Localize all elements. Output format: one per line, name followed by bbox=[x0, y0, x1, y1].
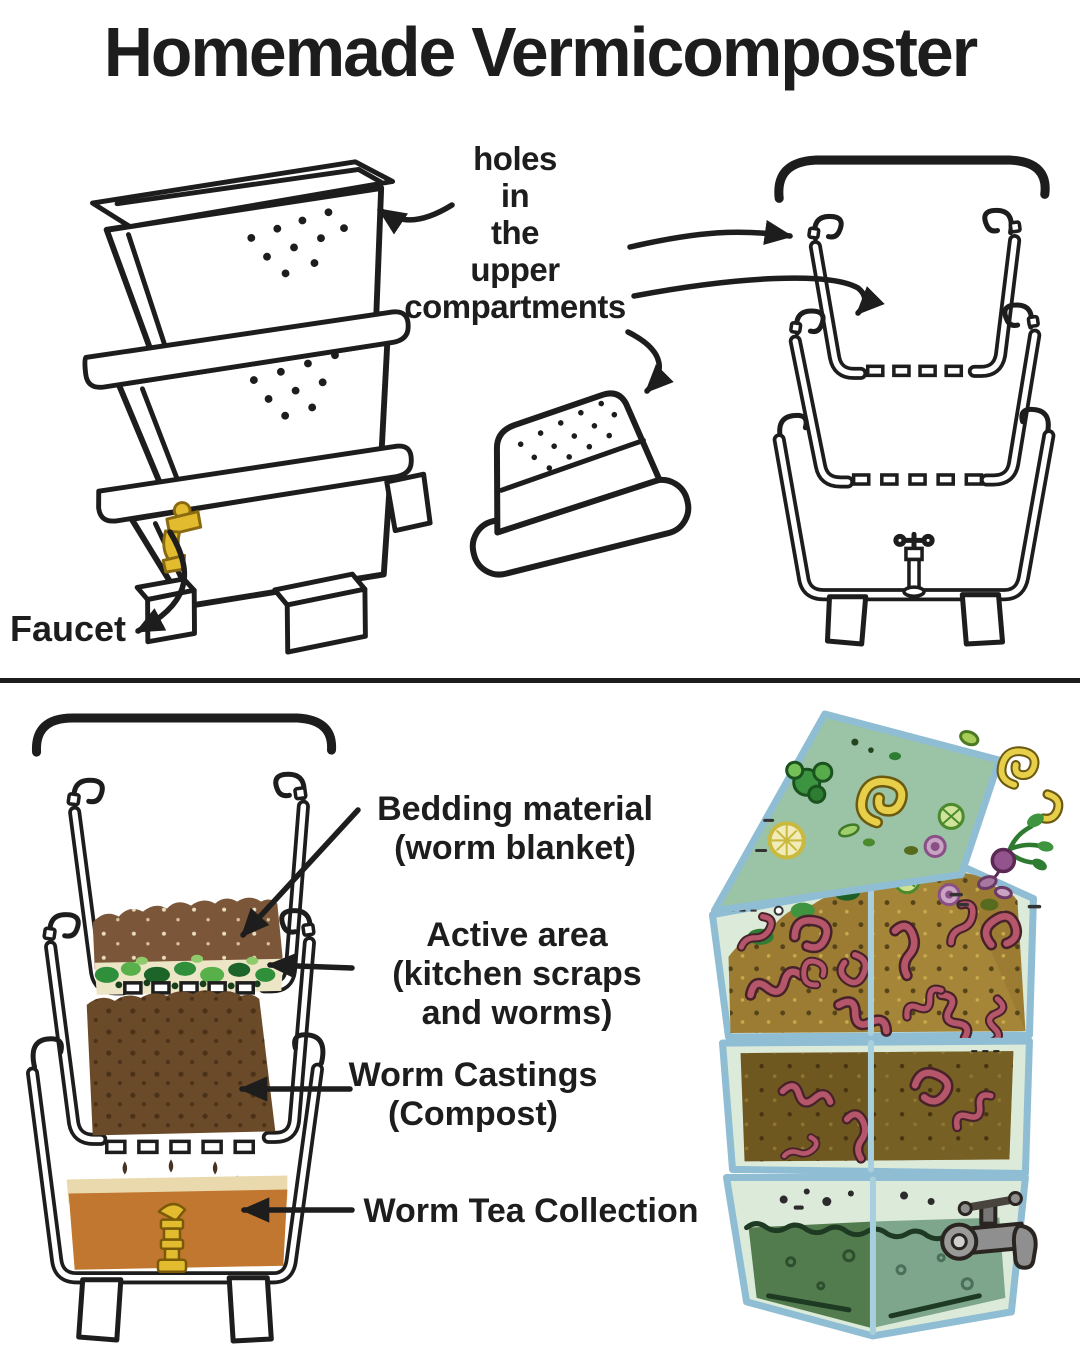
tap-icon bbox=[940, 1191, 1038, 1270]
vented-lid-drawing bbox=[469, 390, 692, 578]
holes-annotation-line: compartments bbox=[404, 288, 626, 325]
support-blocks bbox=[134, 471, 433, 655]
faucet-label: Faucet bbox=[10, 608, 127, 649]
cutaway-tier-1 bbox=[807, 207, 1022, 380]
holes-annotation-line: in bbox=[500, 177, 530, 214]
label-line: (worm blanket) bbox=[394, 829, 636, 867]
bubbles bbox=[785, 1249, 974, 1291]
worm-castings-label: Worm Castings (Compost) bbox=[313, 1056, 633, 1134]
cutaway-tier-3 bbox=[772, 406, 1056, 647]
lemon-slice-icon bbox=[767, 821, 806, 860]
arrow-bedding bbox=[240, 807, 361, 938]
arrow-holes-to-bin bbox=[377, 202, 455, 235]
arrow-to-lid bbox=[625, 329, 674, 394]
panel-castings bbox=[718, 1037, 1033, 1177]
legs bbox=[824, 592, 1006, 647]
bin-middle-rim bbox=[82, 309, 411, 390]
layered-cutaway-drawing bbox=[26, 713, 337, 1344]
worm-tea-label: Worm Tea Collection bbox=[341, 1192, 721, 1231]
arrow-active bbox=[266, 953, 355, 979]
bedding-material-label: Bedding material (worm blanket) bbox=[355, 790, 675, 868]
arrow-faucet bbox=[135, 529, 188, 634]
panel-active-compost bbox=[708, 865, 1037, 1043]
page-title: Homemade Vermicomposter bbox=[103, 13, 978, 91]
holes-annotation-line: the bbox=[491, 214, 540, 251]
lettuce-icon bbox=[785, 760, 834, 804]
seed-icon bbox=[959, 730, 980, 747]
cutaway-tier-2 bbox=[788, 302, 1042, 489]
arrow-to-top-compartment bbox=[627, 219, 794, 250]
bin-bottom-rim bbox=[96, 443, 414, 524]
holes-annotation-line: upper bbox=[470, 251, 560, 288]
section-divider bbox=[0, 678, 1080, 683]
air-holes bbox=[247, 208, 348, 278]
splash-dots bbox=[779, 1188, 935, 1210]
bin-top-rim bbox=[90, 159, 396, 230]
banana-peel-icon bbox=[855, 775, 908, 829]
vent-dashes bbox=[123, 981, 255, 995]
tea-liquid-left bbox=[748, 1221, 871, 1328]
falling-scraps bbox=[949, 730, 1064, 909]
onion-slice-icon bbox=[977, 875, 998, 891]
lid-arc bbox=[32, 713, 337, 757]
cutaway-tier-3 bbox=[26, 1032, 326, 1285]
legs bbox=[76, 1275, 274, 1344]
label-line: (Compost) bbox=[388, 1095, 558, 1133]
active-area-label: Active area (kitchen scraps and worms) bbox=[357, 916, 677, 1033]
label-line: (kitchen scraps bbox=[392, 955, 642, 993]
label-line: and worms) bbox=[421, 994, 613, 1032]
vent-dashes bbox=[105, 1139, 255, 1155]
banana-peel-icon bbox=[996, 746, 1040, 790]
label-line: Worm Tea Collection bbox=[363, 1192, 699, 1230]
panel-worm-tea bbox=[722, 1173, 1038, 1340]
cutaway-bins-drawing bbox=[772, 155, 1056, 647]
holes-annotation: holes in the upper compartments bbox=[395, 140, 635, 325]
onion-slice-icon bbox=[993, 885, 1013, 900]
food-bits bbox=[755, 738, 965, 858]
lid-arc bbox=[774, 155, 1050, 203]
vent-dashes bbox=[851, 473, 984, 486]
air-holes bbox=[249, 351, 339, 420]
label-line: Bedding material bbox=[377, 790, 653, 828]
cutaway-tier-2 bbox=[42, 908, 316, 1146]
stacked-bins-drawing bbox=[82, 159, 433, 655]
lid-holes bbox=[517, 400, 618, 471]
holes-annotation-line: holes bbox=[473, 140, 557, 177]
compost-layers-illustration bbox=[708, 710, 1064, 1340]
vent-dashes bbox=[865, 364, 964, 378]
label-line: Worm Castings bbox=[348, 1056, 598, 1094]
tap-icon bbox=[893, 531, 935, 598]
arrow-to-second-compartment bbox=[631, 275, 885, 316]
label-line: Active area bbox=[426, 916, 608, 954]
faucet-icon bbox=[156, 1202, 188, 1274]
